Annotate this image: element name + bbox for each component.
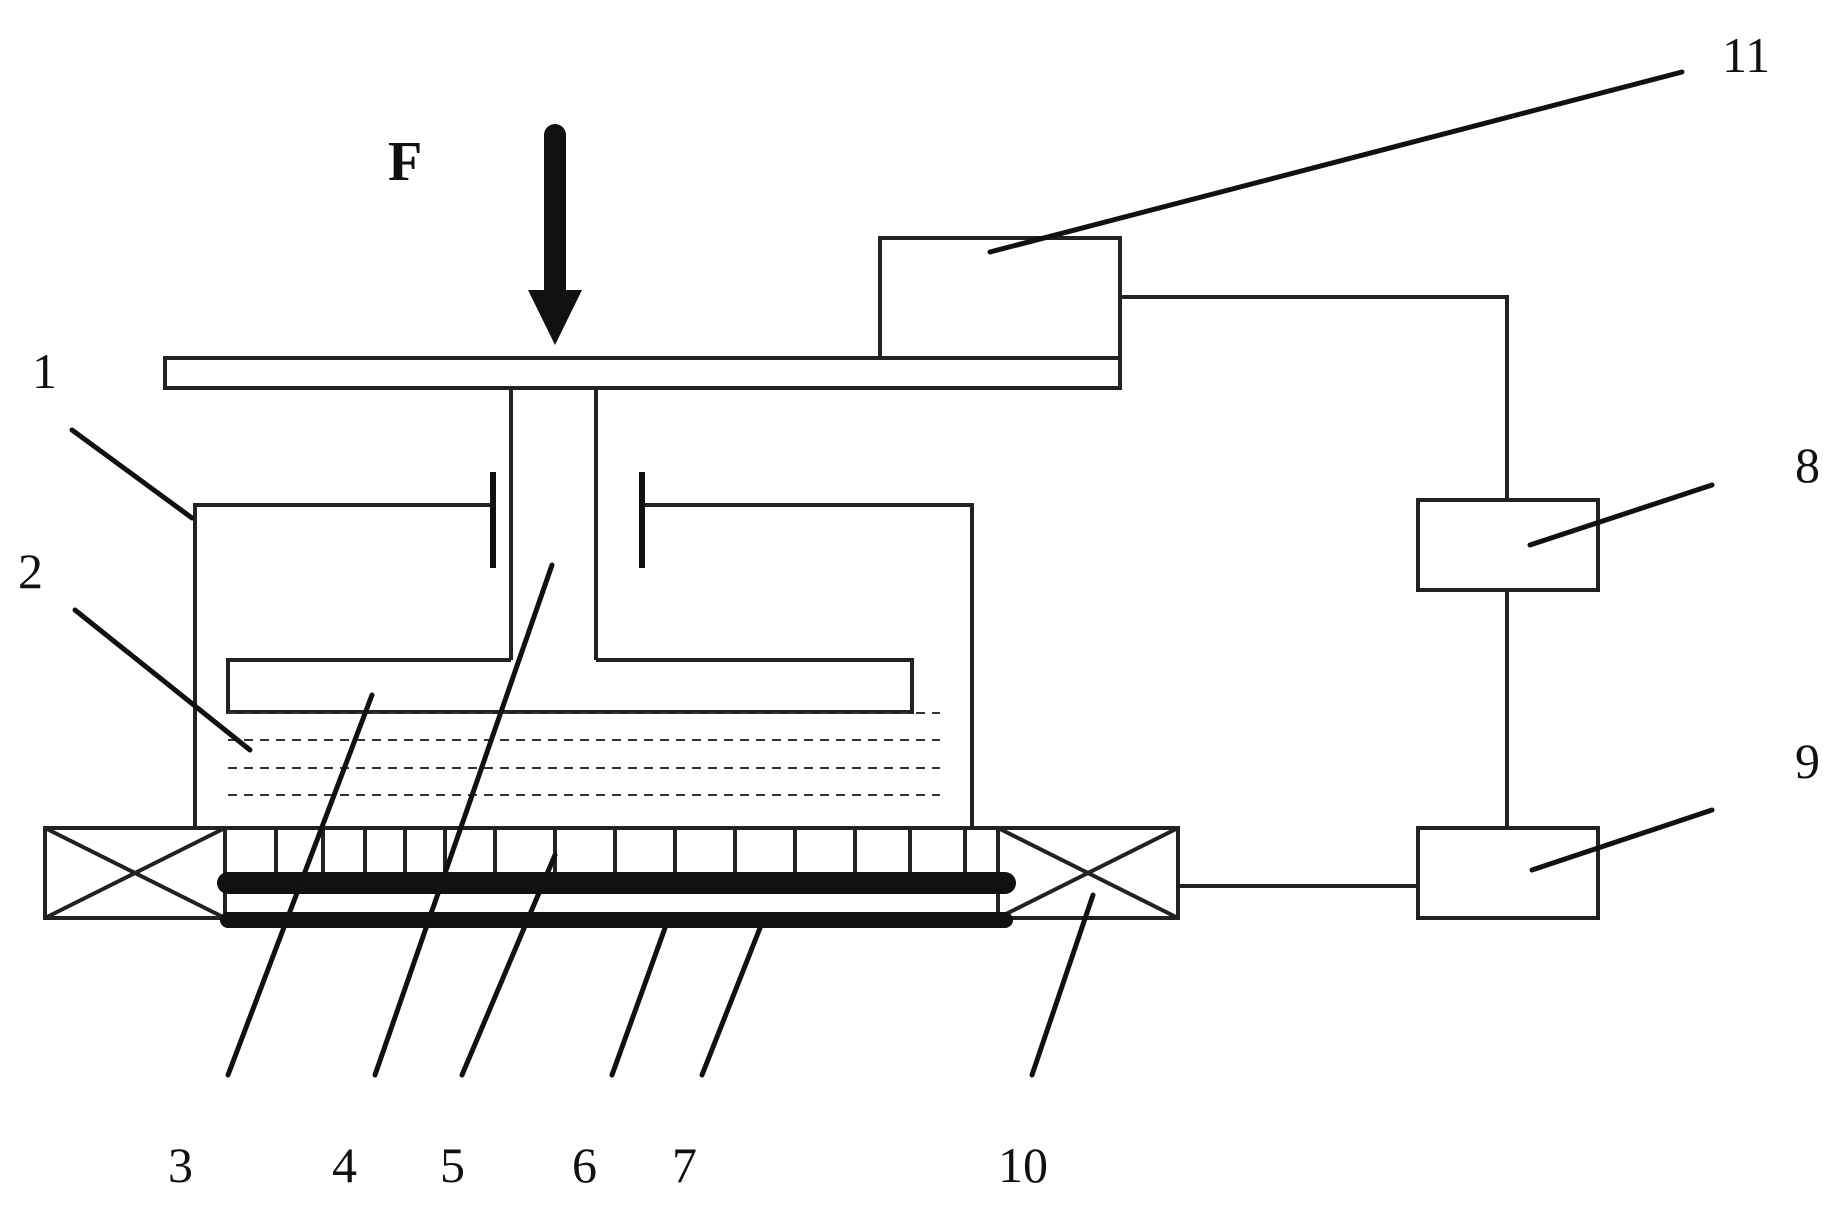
label-6: 6	[572, 1137, 597, 1193]
label-5: 5	[440, 1137, 465, 1193]
top-beam	[165, 358, 1120, 388]
force-label: F	[388, 131, 422, 193]
label-8: 8	[1795, 437, 1820, 493]
container-left-wall	[195, 505, 493, 828]
label-9: 9	[1795, 733, 1820, 789]
label-11: 11	[1722, 27, 1770, 83]
force-arrow	[528, 135, 582, 345]
label-2: 2	[18, 543, 43, 599]
fluid-layer	[228, 713, 940, 795]
box-8	[1418, 500, 1598, 590]
heater-block-left	[45, 828, 225, 918]
label-4: 4	[332, 1137, 357, 1193]
label-3: 3	[168, 1137, 193, 1193]
box-9	[1418, 828, 1598, 918]
box-11	[880, 238, 1120, 358]
label-10: 10	[998, 1137, 1048, 1193]
label-1: 1	[32, 343, 57, 399]
label-7: 7	[672, 1137, 697, 1193]
plunger-head	[228, 660, 912, 712]
container-right-wall	[642, 505, 972, 828]
wire-11-to-8	[1120, 297, 1507, 500]
